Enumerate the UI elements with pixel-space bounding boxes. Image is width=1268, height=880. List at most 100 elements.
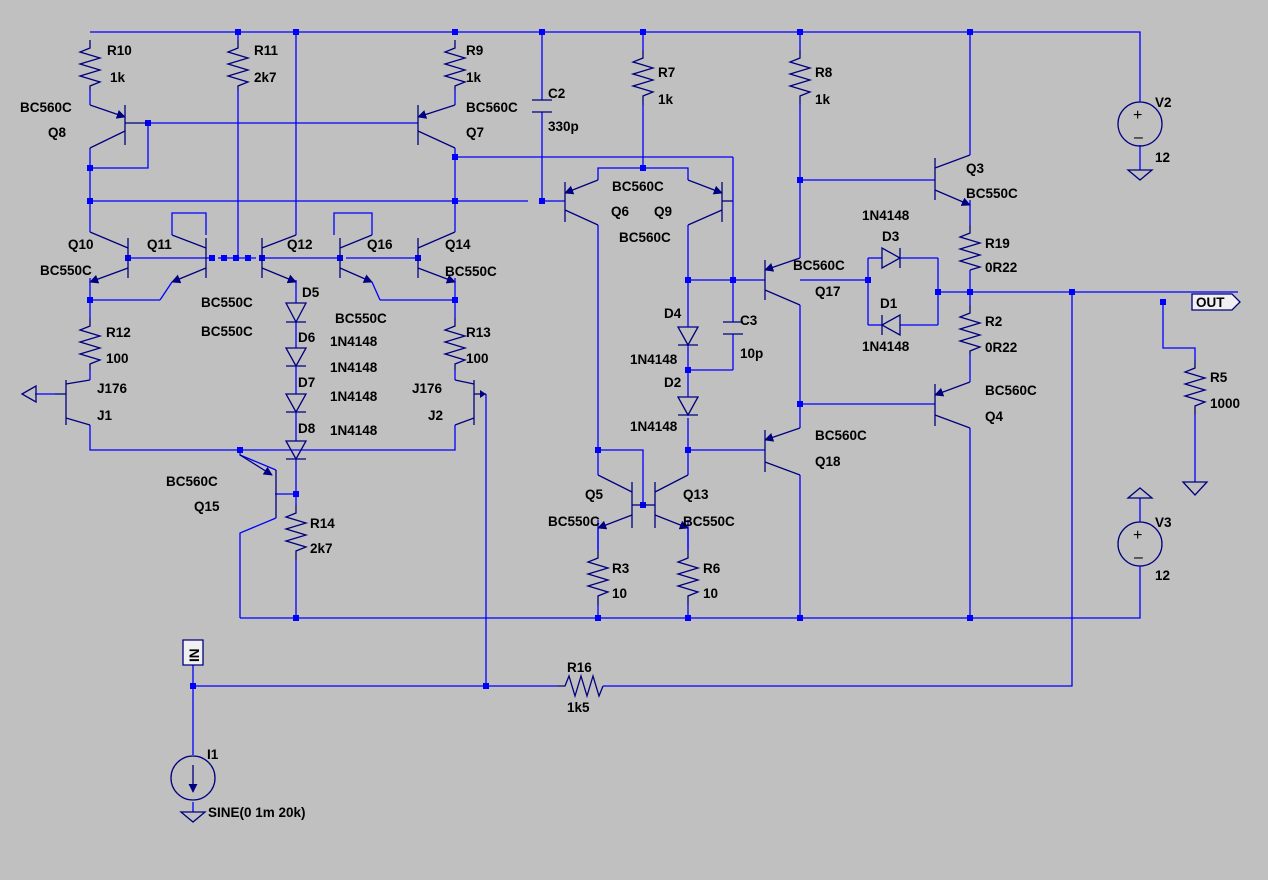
resistor-r8 [787, 50, 813, 105]
q9-model: BC560C [619, 230, 671, 245]
labels: R10 1k R11 2k7 R9 1k R7 1k R8 1k R12 100… [20, 43, 1240, 820]
r8-value: 1k [815, 92, 831, 107]
v2-ref: V2 [1155, 95, 1172, 110]
q3-ref: Q3 [966, 161, 985, 176]
q12-ref: Q12 [287, 237, 313, 252]
r12-ref: R12 [106, 325, 131, 340]
diode-d7 [284, 393, 308, 414]
d7-ref: D7 [298, 375, 315, 390]
d5-ref: D5 [302, 285, 320, 300]
q12-model: BC550C [201, 324, 253, 339]
r12-value: 100 [106, 351, 129, 366]
resistors [77, 40, 1208, 699]
resistor-r9 [442, 40, 468, 90]
r8-ref: R8 [815, 65, 833, 80]
sources: + – + – [170, 100, 1209, 823]
q6-ref: Q6 [611, 204, 630, 219]
diode-d2 [676, 390, 700, 417]
i1-ref: I1 [207, 747, 219, 762]
resistor-r3 [585, 550, 611, 605]
q16-ref: Q16 [367, 237, 393, 252]
c3-ref: C3 [740, 313, 758, 328]
q4-model: BC560C [985, 383, 1037, 398]
resistor-r19 [957, 225, 983, 271]
transistor-q12 [261, 234, 297, 284]
transistor-q8 [89, 104, 148, 149]
d3-ref: D3 [882, 229, 900, 244]
j2-model: J176 [412, 381, 443, 396]
q5-ref: Q5 [585, 487, 604, 502]
r9-ref: R9 [466, 43, 483, 58]
transistor-q13 [643, 474, 689, 550]
q18-model: BC560C [815, 428, 867, 443]
q14-ref: Q14 [445, 237, 471, 252]
current-source-i1 [170, 755, 216, 823]
r10-ref: R10 [107, 43, 132, 58]
diode-d1 [880, 313, 901, 337]
r7-ref: R7 [658, 65, 675, 80]
r7-value: 1k [658, 92, 674, 107]
capacitors [532, 99, 743, 335]
q10-ref: Q10 [68, 237, 94, 252]
transistor-q5 [597, 474, 643, 550]
q5-model: BC550C [548, 514, 600, 529]
d1-model: 1N4148 [862, 339, 910, 354]
r2-ref: R2 [985, 314, 1002, 329]
in-port[interactable]: IN [182, 639, 204, 666]
transistor-q10 [89, 231, 129, 284]
j1-gate-port [20, 384, 37, 404]
transistor-q15 [239, 454, 277, 518]
d8-model: 1N4148 [330, 389, 378, 404]
r10-value: 1k [110, 70, 126, 85]
resistor-r14 [283, 505, 309, 560]
resistor-r13 [442, 318, 468, 370]
r19-value: 0R22 [985, 260, 1017, 275]
c3-value: 10p [740, 346, 763, 361]
diode-d3 [881, 246, 902, 270]
j2-ref: J2 [428, 408, 443, 423]
wires [35, 31, 1238, 812]
svg-text:IN: IN [187, 649, 202, 663]
resistor-r12 [77, 318, 103, 370]
r3-value: 10 [612, 586, 627, 601]
transistor-q6 [564, 179, 599, 226]
q4-ref: Q4 [985, 409, 1004, 424]
d3-model: 1N4148 [862, 208, 910, 223]
q13-ref: Q13 [683, 487, 709, 502]
d1-ref: D1 [880, 296, 898, 311]
ground-r5 [1181, 481, 1209, 496]
q14-model: BC550C [445, 264, 497, 279]
voltage-source-v2: + – [1117, 100, 1163, 181]
q3-model: BC550C [966, 186, 1018, 201]
resistor-r16 [557, 673, 604, 699]
d6-model: 1N4148 [330, 334, 378, 349]
transistor-q16 [339, 234, 381, 301]
diode-d6 [284, 347, 308, 368]
svg-text:OUT: OUT [1196, 295, 1225, 310]
q10-model: BC550C [40, 263, 92, 278]
transistor-q14 [417, 231, 456, 284]
out-port[interactable]: OUT [1191, 293, 1241, 311]
d4-model: 1N4148 [630, 352, 678, 367]
diode-d8 [284, 440, 308, 461]
d5-model: 1N4148 [330, 423, 378, 438]
v2-value: 12 [1155, 150, 1170, 165]
svg-text:–: – [1134, 129, 1143, 146]
voltage-source-v3: + – [1117, 487, 1163, 575]
capacitor-c3 [723, 321, 743, 335]
diodes [284, 246, 902, 461]
q6-model: BC560C [612, 179, 664, 194]
transistor-q18 [764, 427, 801, 476]
resistor-r11 [225, 40, 251, 90]
transistor-q17 [764, 257, 801, 306]
r2-value: 0R22 [985, 340, 1017, 355]
resistor-r2 [957, 305, 983, 355]
net-flags: OUT IN [20, 293, 1241, 666]
svg-text:+: + [1133, 527, 1142, 544]
transistor-q3 [934, 154, 971, 206]
resistor-r6 [675, 550, 701, 605]
r13-value: 100 [466, 351, 489, 366]
r19-ref: R19 [985, 236, 1010, 251]
d2-ref: D2 [664, 375, 681, 390]
transistor-q4 [934, 381, 971, 429]
